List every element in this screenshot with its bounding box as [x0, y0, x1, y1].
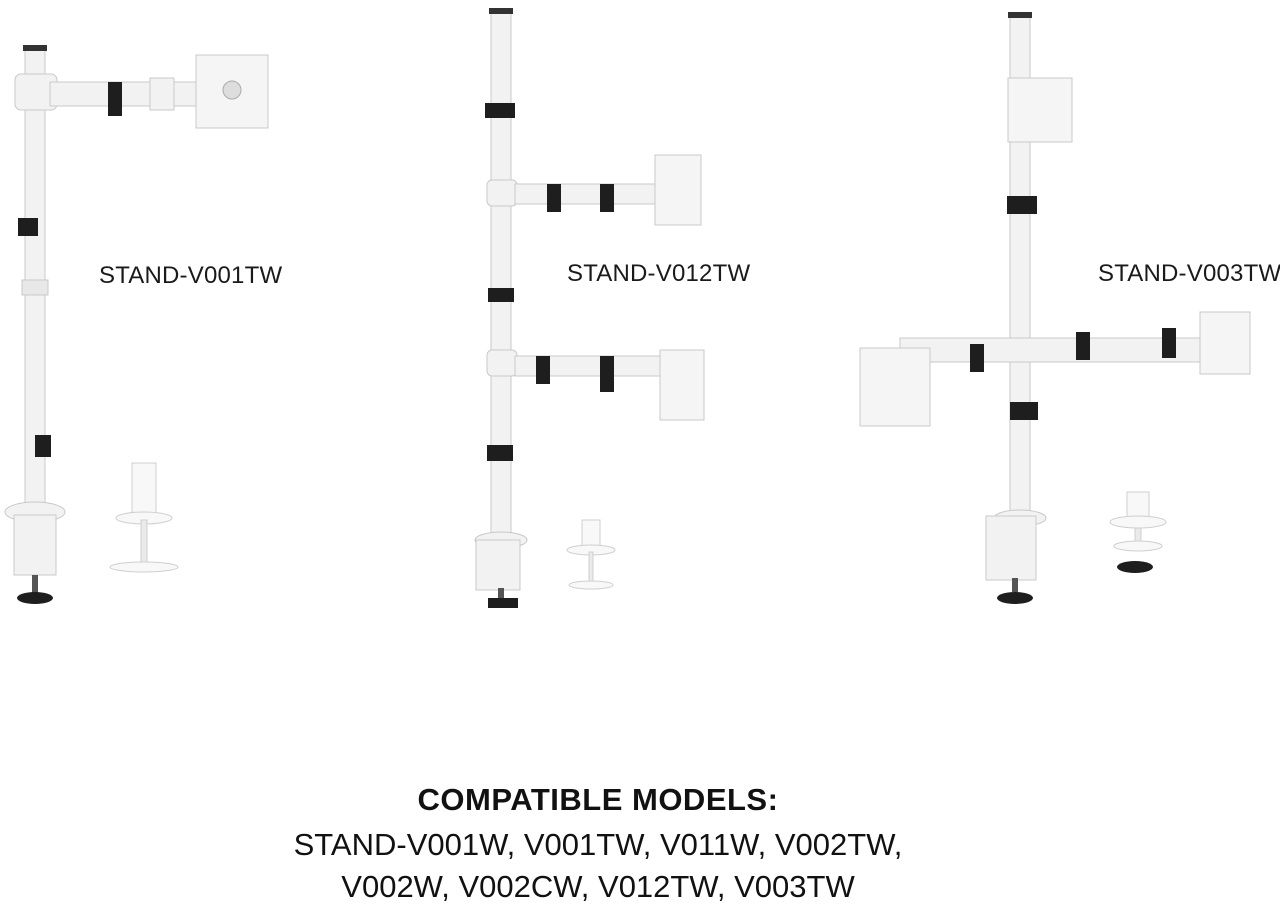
model-label-v001tw: STAND-V001TW [99, 262, 283, 289]
product-stand-v012tw: STAND-V012TW [440, 0, 770, 620]
compatible-models-line-1: STAND-V001W, V001TW, V011W, V002TW, [293, 827, 903, 862]
product-stand-v001tw: STAND-V001TW [0, 0, 300, 620]
compatible-models-heading: COMPATIBLE MODELS: [417, 782, 779, 817]
triple-monitor-arm-image [859, 12, 1251, 604]
dual-stacked-monitor-arm-image [474, 8, 705, 608]
product-stand-v003tw: STAND-V003TW [850, 0, 1280, 620]
compatible-models-line-2: V002W, V002CW, V012TW, V003TW [341, 869, 855, 904]
model-label-v003tw: STAND-V003TW [1098, 260, 1280, 287]
model-label-v012tw: STAND-V012TW [567, 260, 751, 287]
single-monitor-arm-image [4, 45, 269, 604]
compatible-models-block: COMPATIBLE MODELS: STAND-V001W, V001TW, … [0, 782, 1196, 908]
